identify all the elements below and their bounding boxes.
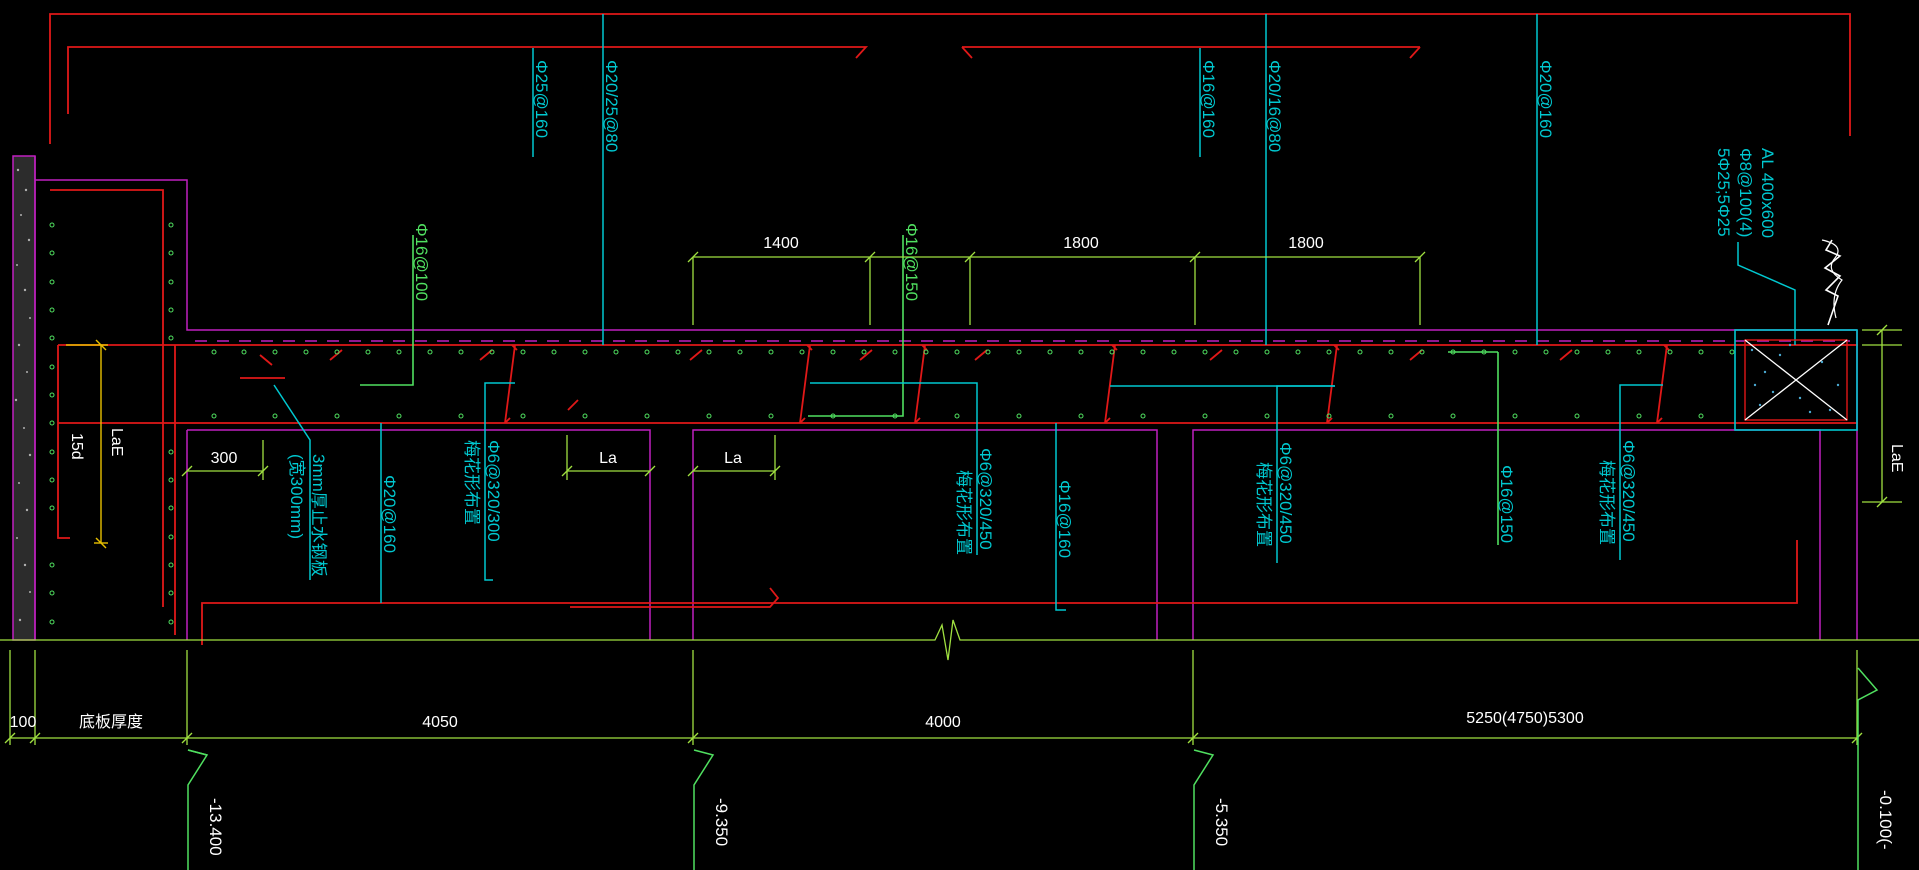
dim-top-1400: 1400: [763, 235, 799, 252]
label-phi6-320-450-c: Φ6@320/450: [1619, 440, 1638, 542]
label-waterstop: 3mm厚止水钢板: [309, 454, 328, 577]
dimension-text-group: 1400 1800 1800 300 La La LaE 15d LaE 100…: [10, 235, 1905, 731]
dim-bottom-4050: 4050: [422, 714, 458, 731]
rebar-lines: [49, 13, 1858, 645]
beam-al-section: [1734, 329, 1858, 431]
elevation-text-group: -13.400 -9.350 -5.350 -0.100(-: [206, 790, 1895, 856]
label-phi6-320-300: Φ6@320/300: [484, 440, 503, 542]
label-phi20-160-top: Φ20@160: [1536, 60, 1555, 138]
label-phi20-25-80: Φ20/25@80: [602, 60, 621, 152]
dim-inner-300: 300: [211, 450, 238, 467]
elevation-13400: -13.400: [206, 798, 225, 856]
dim-inner-la-2: La: [724, 450, 742, 467]
label-phi16-160-mid: Φ16@160: [1055, 480, 1074, 558]
label-plum-3: 梅花形布置: [1254, 462, 1273, 547]
label-phi6-320-450-a: Φ6@320/450: [976, 448, 995, 550]
dim-bottom-slab-thickness: 底板厚度: [79, 713, 143, 731]
beam-label-main-bars: 5Φ25;5Φ25: [1714, 148, 1733, 237]
elevation-markers: [187, 667, 1879, 870]
lae-left-dim: [66, 339, 108, 549]
rebar-label-group: Φ25@160 Φ20/25@80 Φ16@160 Φ20/16@80 Φ20@…: [287, 60, 1638, 577]
label-phi6-320-450-b: Φ6@320/450: [1276, 442, 1295, 544]
label-waterstop-width: (宽300mm): [287, 454, 306, 539]
wall-outlines: [35, 179, 1858, 640]
left-wall: [12, 155, 36, 641]
dim-bottom-100: 100: [10, 714, 37, 731]
dim-lae-right: LaE: [1888, 444, 1905, 472]
label-plum-4: 梅花形布置: [1597, 460, 1616, 545]
dim-bottom-5250: 5250(4750)5300: [1466, 710, 1584, 727]
elevation-9350: -9.350: [712, 798, 731, 846]
label-phi16-100: Φ16@100: [412, 223, 431, 301]
dim-bottom-4000: 4000: [925, 714, 961, 731]
label-phi16-150-right: Φ16@150: [1497, 465, 1516, 543]
label-plum-2: 梅花形布置: [954, 470, 973, 555]
dim-top-1800-a: 1800: [1063, 235, 1099, 252]
label-phi20-160-wall: Φ20@160: [380, 475, 399, 553]
label-phi16-150-mid: Φ16@150: [902, 223, 921, 301]
dim-15d: 15d: [68, 433, 85, 460]
label-plum-1: 梅花形布置: [462, 440, 481, 525]
beam-label-name: AL 400x600: [1758, 148, 1777, 238]
green-rebar: [360, 235, 1499, 545]
dim-top-1800-b: 1800: [1288, 235, 1324, 252]
label-phi20-16-80: Φ20/16@80: [1265, 60, 1284, 152]
beam-label-group: AL 400x600 Φ8@100(4) 5Φ25;5Φ25: [1714, 148, 1777, 238]
elevation-5350: -5.350: [1212, 798, 1231, 846]
label-phi16-160-top: Φ16@160: [1199, 60, 1218, 138]
leader-lines: [273, 14, 1796, 611]
dim-lae-left: LaE: [108, 428, 125, 456]
dimension-lines: [0, 251, 1919, 745]
label-phi25-160: Φ25@160: [532, 60, 551, 138]
beam-label-stirrup: Φ8@100(4): [1736, 148, 1755, 237]
dim-inner-la-1: La: [599, 450, 617, 467]
elevation-0100: -0.100(-: [1876, 790, 1895, 850]
